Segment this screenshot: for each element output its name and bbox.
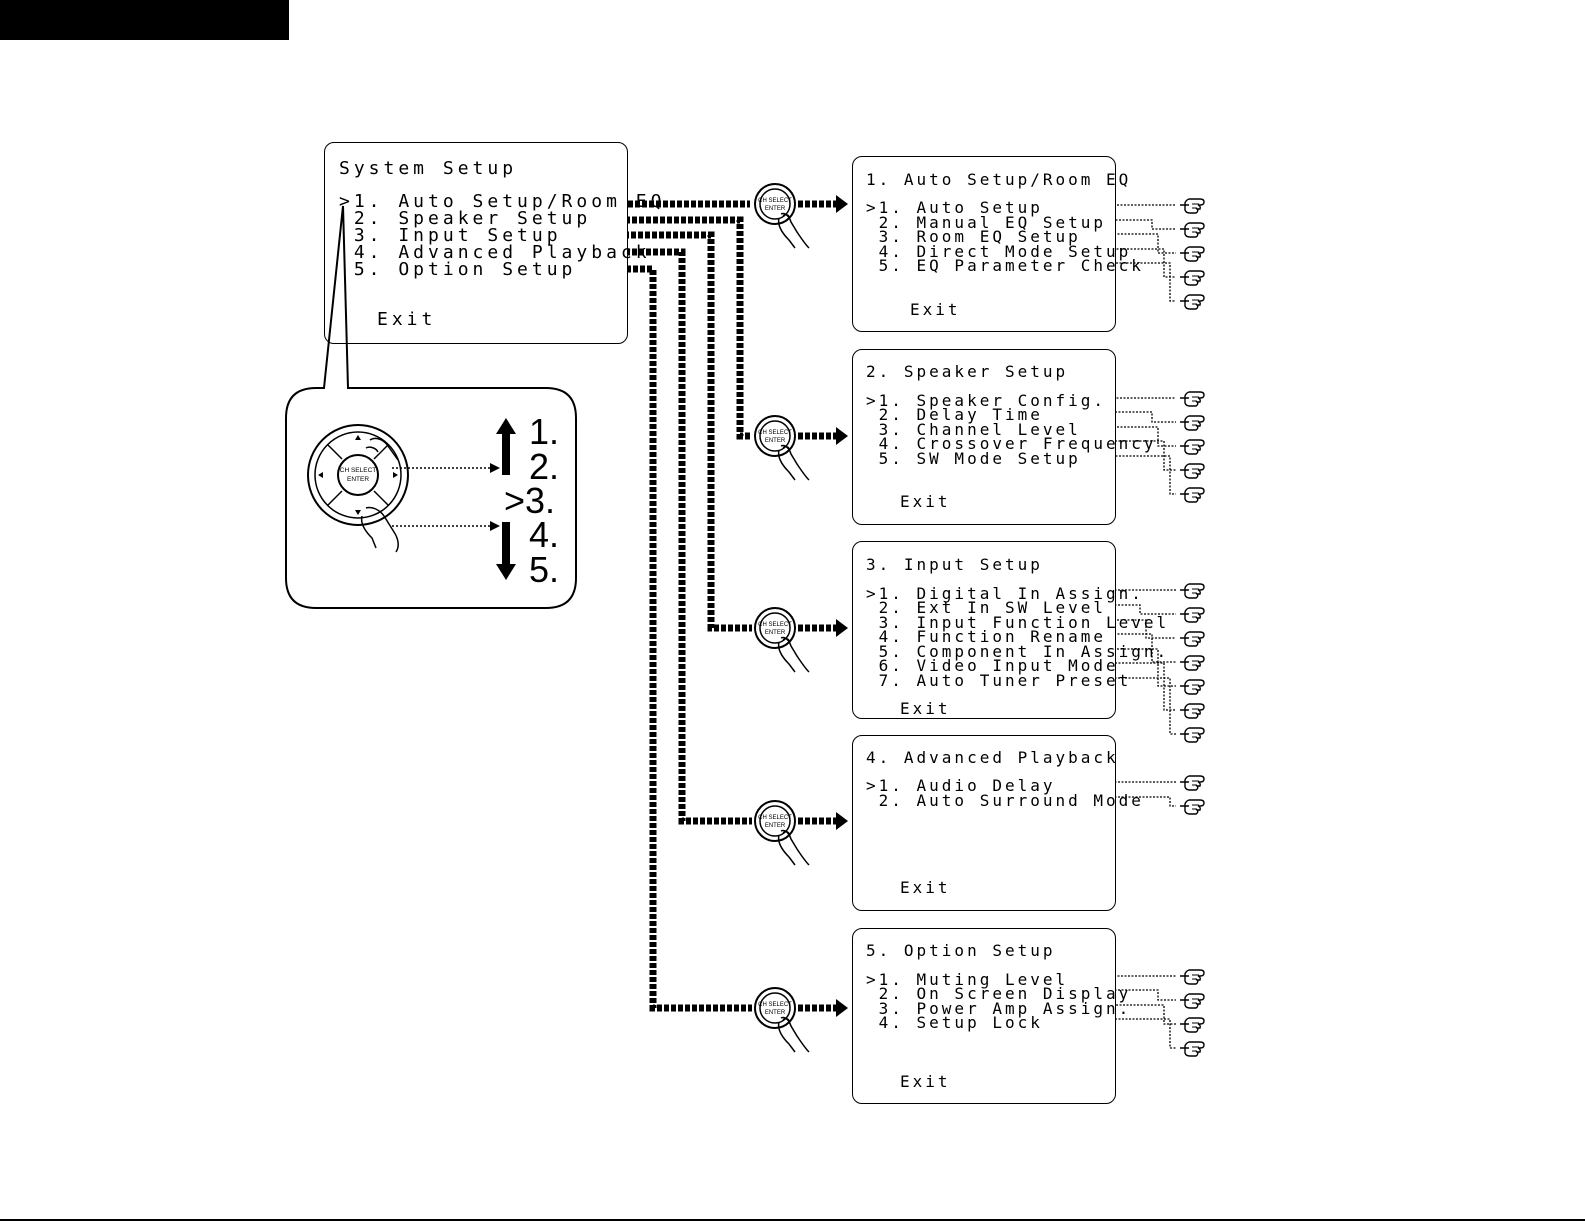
system-setup-title: System Setup [339, 158, 518, 179]
leader-4-2 [1097, 796, 1176, 807]
submenu-1-item-2[interactable]: 2. Manual EQ Setup [866, 213, 1107, 232]
submenu-2-item-5[interactable]: 5. SW Mode Setup [866, 449, 1081, 468]
submenu-5-item-1[interactable]: >1. Muting Level [866, 970, 1069, 989]
main-route-5 [528, 265, 752, 1012]
system-setup-exit[interactable]: Exit [377, 309, 437, 330]
main-route-2 [541, 216, 752, 440]
submenu-4-exit[interactable]: Exit [900, 878, 951, 897]
leader-3-7 [1083, 677, 1176, 735]
leader-1-2 [1063, 219, 1176, 230]
system-setup-screen [324, 142, 628, 344]
remote-dial-icon: CH SELECT ENTER [307, 424, 409, 553]
submenu-option-setup-screen [852, 928, 1116, 1104]
submenu-2-item-3[interactable]: 3. Channel Level [866, 420, 1081, 439]
callout-number-5: 5. [529, 549, 560, 590]
submenu-3-exit[interactable]: Exit [900, 699, 951, 718]
route-arrow-2 [836, 427, 848, 445]
system-item-input-setup[interactable]: 3. Input Setup [339, 225, 562, 246]
submenu-3-item-6[interactable]: 6. Video Input Mode [866, 656, 1119, 675]
submenu-3-item-5[interactable]: 5. Component In Assign. [866, 642, 1170, 661]
submenu-3-item-4[interactable]: 4. Function Rename [866, 627, 1107, 646]
submenu-speaker-setup-title: 2. Speaker Setup [866, 362, 1069, 381]
submenu-auto-setup-screen [852, 156, 1116, 332]
leader-1-5 [1095, 262, 1176, 302]
system-item-speaker-setup[interactable]: 2. Speaker Setup [339, 208, 592, 229]
dial-ch-select-label: CH SELECT [340, 467, 377, 474]
leader-5-3 [1081, 1004, 1176, 1025]
route-arrow-1 [836, 195, 848, 213]
submenu-2-item-1[interactable]: >1. Speaker Config. [866, 391, 1107, 410]
main-route-4 [583, 248, 752, 825]
system-item-advanced-playback[interactable]: 4. Advanced Playback [339, 242, 651, 263]
submenu-2-item-2[interactable]: 2. Delay Time [866, 405, 1043, 424]
submenu-1-item-5[interactable]: 5. EQ Parameter Check [866, 256, 1144, 275]
submenu-3-item-7[interactable]: 7. Auto Tuner Preset [866, 671, 1132, 690]
route-arrow-4 [836, 812, 848, 830]
submenu-2-item-4[interactable]: 4. Crossover Frequency [866, 434, 1157, 453]
footer-line [0, 1219, 1585, 1221]
route-arrow-3 [836, 619, 848, 637]
header-bar [0, 0, 289, 40]
callout-number-4: 4. [529, 514, 560, 555]
submenu-1-item-1[interactable]: >1. Auto Setup [866, 198, 1043, 217]
leader-2-3 [1040, 426, 1176, 447]
submenu-5-exit[interactable]: Exit [900, 1072, 951, 1091]
submenu-option-setup-title: 5. Option Setup [866, 941, 1056, 960]
leader-3-3 [1117, 619, 1176, 639]
submenu-5-item-3[interactable]: 3. Power Amp Assign. [866, 999, 1132, 1018]
submenu-1-exit[interactable]: Exit [910, 300, 961, 319]
submenu-input-setup-title: 3. Input Setup [866, 555, 1043, 574]
callout-number-1: 1. [529, 411, 560, 452]
route-arrow-5 [836, 999, 848, 1017]
submenu-2-exit[interactable]: Exit [900, 492, 951, 511]
submenu-3-item-1[interactable]: >1. Digital In Assign. [866, 584, 1144, 603]
submenu-speaker-setup-screen [852, 349, 1116, 525]
dial-enter-label: ENTER [347, 476, 369, 483]
submenu-advanced-playback-title: 4. Advanced Playback [866, 748, 1119, 767]
submenu-input-setup-screen [852, 541, 1116, 719]
submenu-advanced-playback-screen [852, 735, 1116, 911]
submenu-auto-setup-title: 1. Auto Setup/Room EQ [866, 170, 1132, 189]
submenu-3-item-2[interactable]: 2. Ext In SW Level [866, 598, 1107, 617]
callout-number-3: >3. [504, 480, 556, 521]
submenu-4-item-1[interactable]: >1. Audio Delay [866, 776, 1056, 795]
submenu-5-item-2[interactable]: 2. On Screen Display [866, 984, 1132, 1003]
submenu-4-item-2[interactable]: 2. Auto Surround Mode [866, 791, 1144, 810]
submenu-1-item-3[interactable]: 3. Room EQ Setup [866, 227, 1081, 246]
submenu-1-item-4[interactable]: 4. Direct Mode Setup [866, 242, 1132, 261]
callout-number-2: 2. [529, 446, 560, 487]
system-item-auto-setup[interactable]: >1. Auto Setup/Room EQ [339, 191, 666, 212]
system-item-option-setup[interactable]: 5. Option Setup [339, 259, 577, 280]
submenu-5-item-4[interactable]: 4. Setup Lock [866, 1013, 1043, 1032]
submenu-3-item-3[interactable]: 3. Input Function Level [866, 613, 1170, 632]
leader-3-5 [1110, 648, 1176, 687]
